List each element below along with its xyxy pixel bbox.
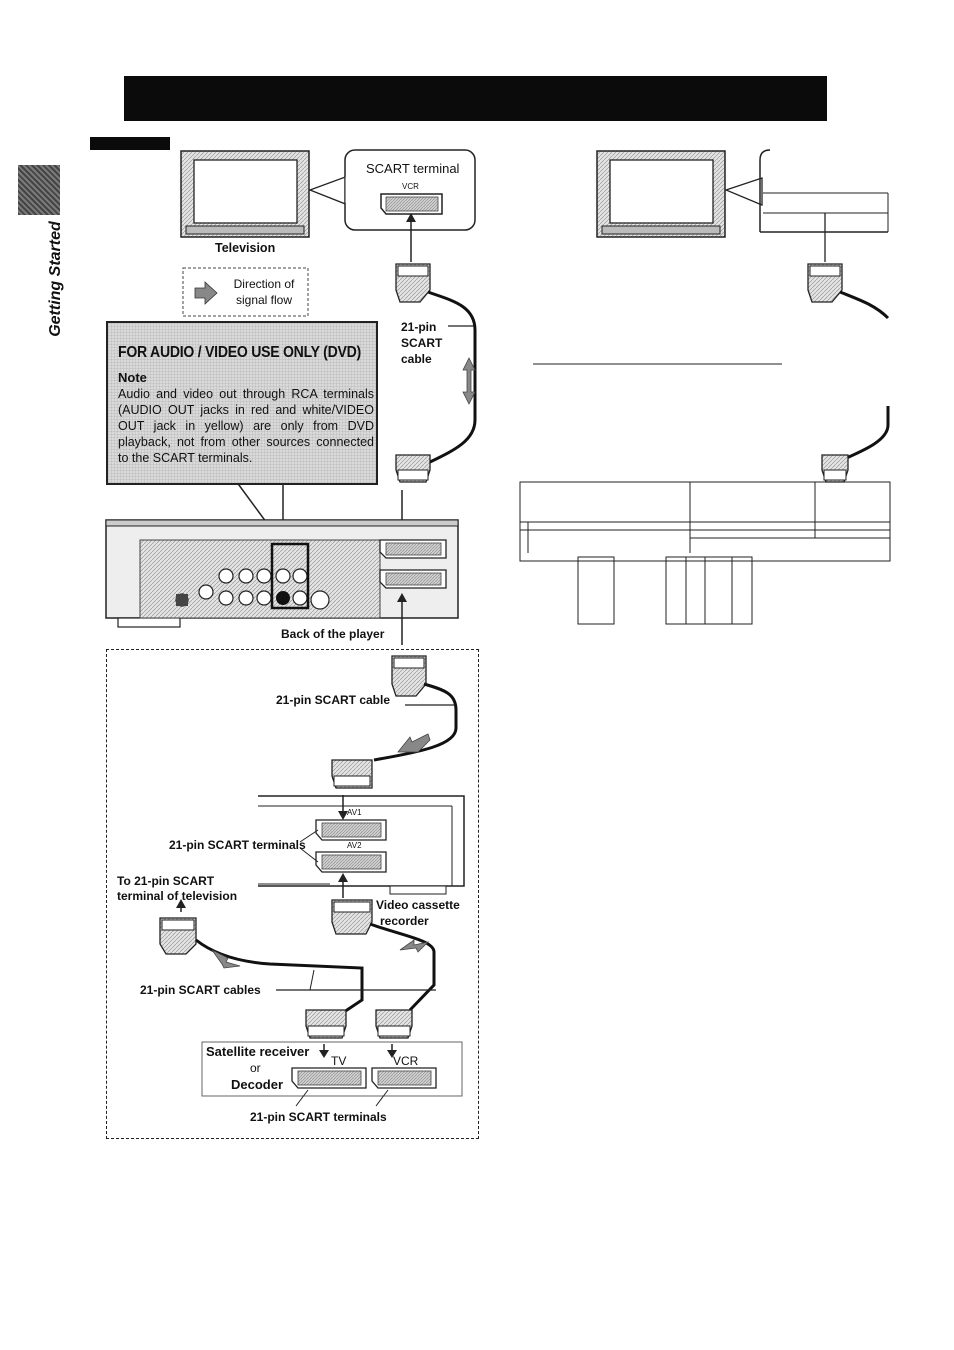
vcr-device (258, 795, 465, 895)
scart-plug-icon (395, 263, 431, 303)
note-text: Audio and video out through RCA terminal… (118, 387, 374, 465)
callout-pointer (308, 175, 349, 206)
scart-plug-icon (331, 899, 373, 935)
bottom-terminals-label: 21-pin SCART terminals (250, 1110, 387, 1124)
scart-cable-label-2: SCART (401, 336, 443, 350)
section-title-bar (124, 76, 827, 121)
tv-port-label: TV (331, 1054, 347, 1068)
vcr-port-label: VCR (402, 182, 419, 191)
satellite-receiver-device (201, 1041, 463, 1097)
television-icon (596, 150, 726, 238)
scart-cable-label-1: 21-pin (401, 320, 437, 334)
player-back-panel (105, 519, 459, 628)
decoder-label: Decoder (231, 1077, 284, 1092)
to-tv-label-1: To 21-pin SCART (117, 874, 215, 888)
television-label: Television (215, 241, 276, 255)
scart-plug-icon (395, 454, 431, 483)
scart-port-av3-icon (379, 539, 447, 559)
direction-label-line1: Direction of (233, 277, 295, 291)
av2-label: AV2 (347, 841, 362, 850)
direction-label-line2: signal flow (235, 293, 293, 307)
television-icon (180, 150, 310, 238)
or-label: or (250, 1061, 261, 1075)
scart-port-icon (380, 193, 443, 215)
to-tv-label-2: terminal of television (117, 889, 238, 903)
bidirectional-arrow-icon (397, 733, 431, 753)
vcr-terminals-label: 21-pin SCART terminals (169, 838, 306, 852)
scart-plug-icon (807, 263, 843, 303)
note-title: Note (118, 370, 147, 385)
scart-plug-icon (821, 454, 849, 483)
scart-plug-icon (159, 917, 197, 955)
back-of-player-label: Back of the player (281, 627, 385, 641)
subsection-bar (90, 137, 170, 150)
scart-plug-icon (375, 1009, 413, 1039)
scart-plug-icon (391, 655, 427, 697)
scart-cables-label: 21-pin SCART cables (140, 983, 261, 997)
settings-table (519, 481, 891, 625)
bidirectional-arrow-icon (462, 357, 476, 405)
scart-port-av4-icon (379, 569, 447, 589)
chapter-tab (18, 165, 60, 215)
scart-plug-icon (305, 1009, 347, 1039)
scart-port-vcr-icon (371, 1067, 437, 1089)
note-box (106, 321, 378, 485)
scart-plug-icon (331, 759, 373, 789)
scart-cable (427, 290, 477, 464)
legend-box (182, 267, 309, 317)
av1-label: AV1 (347, 808, 362, 817)
arrow-up-icon (406, 213, 416, 222)
note-heading: FOR AUDIO / VIDEO USE ONLY (DVD) (118, 344, 361, 361)
scart-cable-label-3: cable (401, 352, 432, 366)
scart-port-tv-icon (291, 1067, 367, 1089)
satellite-label: Satellite receiver (206, 1044, 310, 1059)
vcr-port-label-bottom: VCR (393, 1054, 419, 1068)
signal-flow-arrow-icon (194, 281, 218, 305)
arrow-up-icon (397, 593, 407, 602)
vcr-label-2: recorder (380, 914, 429, 928)
scart-terminal-label: SCART terminal (366, 161, 460, 176)
scart-cable-label: 21-pin SCART cable (276, 693, 391, 707)
vcr-label-1: Video cassette (376, 898, 460, 912)
optional-connection-box (106, 649, 479, 1139)
